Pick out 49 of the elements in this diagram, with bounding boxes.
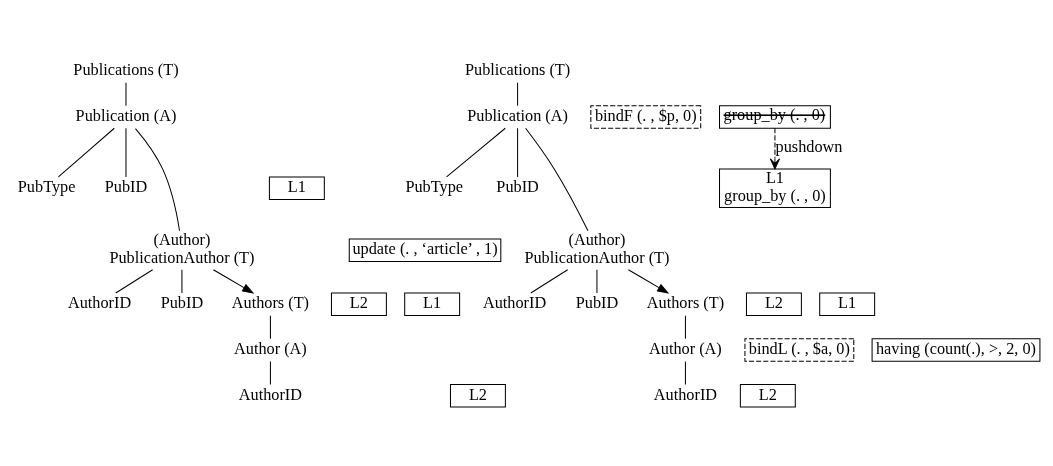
connector — [446, 127, 506, 177]
node-text: PubID — [575, 293, 619, 312]
arrow — [769, 127, 781, 169]
node-text: PubID — [496, 177, 539, 196]
node-box: L1 — [404, 292, 461, 316]
edge-label: pushdown — [775, 137, 843, 156]
node-box: bindL (. , $a, 0) — [744, 337, 855, 362]
node-text: Author (A) — [234, 339, 307, 358]
connector — [134, 127, 181, 231]
node-box: group_by (. , 0) — [719, 104, 831, 129]
node-text: PubType — [17, 177, 76, 196]
node-box: L2 — [449, 383, 506, 407]
connector — [115, 268, 154, 293]
connector — [517, 81, 519, 106]
node-text: AuthorID — [238, 385, 303, 404]
connector — [269, 314, 271, 339]
node-box: L1 — [819, 292, 876, 316]
arrow — [212, 268, 255, 294]
node-text: Authors (T) — [231, 293, 310, 312]
node-text: AuthorID — [653, 385, 718, 404]
arrow — [627, 268, 670, 294]
node-box: L1 group_by (. , 0) — [719, 167, 831, 208]
node-text: (Author) PublicationAuthor (T) — [109, 230, 255, 267]
node-text: Publication (A) — [467, 106, 568, 125]
node-text: PubID — [104, 177, 148, 196]
node-text: Publication (A) — [75, 106, 177, 125]
node-box: L2 — [739, 383, 796, 407]
node-text: Publications (T) — [464, 60, 571, 79]
node-text: PubType — [405, 177, 463, 196]
node-text: PubID — [160, 293, 204, 312]
node-box: bindF (. , $p, 0) — [590, 104, 702, 129]
node-text: AuthorID — [67, 293, 132, 312]
node-text: AuthorID — [482, 293, 547, 312]
connector — [269, 360, 271, 385]
connector — [525, 127, 589, 231]
connector — [57, 127, 115, 177]
node-box: L2 — [330, 292, 387, 316]
connector — [517, 127, 519, 177]
node-text: (Author) PublicationAuthor (T) — [524, 230, 670, 267]
connector — [530, 268, 569, 293]
connector — [684, 360, 686, 385]
node-text: Author (A) — [649, 339, 722, 358]
node-box: L1 — [268, 176, 325, 200]
node-text: Publications (T) — [73, 60, 179, 79]
node-box: having (count(.), >, 2, 0) — [871, 337, 1041, 362]
connector — [684, 314, 686, 339]
node-box: L2 — [745, 292, 802, 316]
node-box: update (. , ‘article’ , 1) — [348, 238, 502, 262]
node-text: Authors (T) — [646, 293, 725, 312]
